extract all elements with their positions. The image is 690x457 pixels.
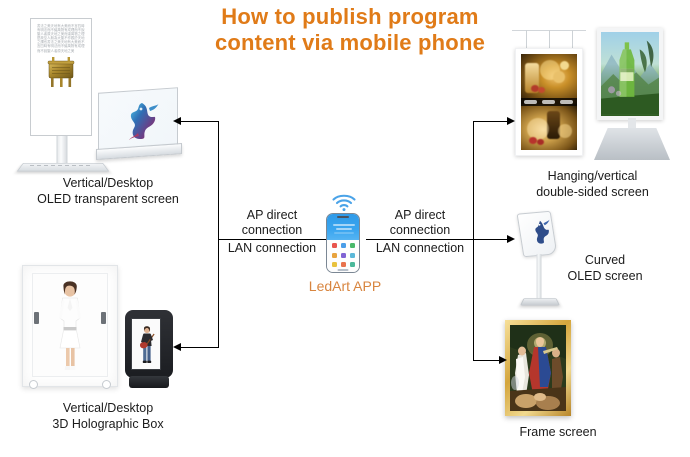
guitarist-artwork xyxy=(140,326,155,363)
caster-wheel-icon xyxy=(29,380,38,389)
connector-right-top-branch xyxy=(473,121,509,123)
caption-vertical-oled-transparent: Vertical/Desktop OLED transparent screen xyxy=(8,175,208,207)
label-right-lan-connection: LAN connection xyxy=(366,241,474,256)
label-line-1: LAN connection xyxy=(227,241,317,255)
connector-left-bottom-branch xyxy=(181,347,219,349)
page-title-line-2: content via mobile phone xyxy=(214,30,486,55)
label-left-ap-direct-connection: AP direct connection xyxy=(218,208,326,237)
caption-line-2: OLED transparent screen xyxy=(37,192,179,206)
caption-line-2: 3D Holographic Box xyxy=(52,417,164,431)
arrow-right-middle xyxy=(507,235,515,243)
arrow-right-bottom xyxy=(499,356,507,364)
arrow-right-top xyxy=(507,117,515,125)
page-title-line-1: How to publish program xyxy=(221,4,479,29)
label-line-1: LAN connection xyxy=(375,241,465,255)
phone-notch xyxy=(337,215,349,219)
bottle-artwork xyxy=(601,40,659,115)
wifi-icon xyxy=(332,194,356,211)
label-right-ap-direct-connection: AP direct connection xyxy=(366,208,474,237)
caster-wheel-icon xyxy=(102,380,111,389)
model-artwork xyxy=(59,281,81,370)
speaker-vent-icon xyxy=(101,312,106,324)
speaker-vent-icon xyxy=(34,312,39,324)
caption-3d-holographic-box: Vertical/Desktop 3D Holographic Box xyxy=(8,400,208,432)
phone-app-header xyxy=(327,214,359,240)
connector-right-middle-branch xyxy=(473,239,509,241)
phone-home-indicator xyxy=(337,268,349,271)
product-image-desktop-oled-transparent xyxy=(96,87,182,170)
connector-right-bottom-branch xyxy=(473,360,501,362)
label-left-lan-connection: LAN connection xyxy=(218,241,326,256)
connector-phone-to-right xyxy=(366,239,474,241)
caption-line-1: Hanging/vertical xyxy=(547,169,638,183)
caption-line-1: Vertical/Desktop xyxy=(62,401,154,415)
fish-artwork xyxy=(129,103,159,140)
bird-artwork xyxy=(535,218,550,244)
phone-app-icon-grid xyxy=(327,240,359,272)
ding-vessel-artwork xyxy=(47,57,75,88)
label-line-1: AP direct xyxy=(246,208,298,222)
caption-line-2: OLED screen xyxy=(567,269,643,283)
product-image-vertical-kiosk xyxy=(125,310,173,392)
product-image-frame-screen xyxy=(505,320,571,416)
page-title: How to publish program content via mobil… xyxy=(160,4,540,56)
product-image-hanging-double-sided-screen xyxy=(512,30,586,160)
label-line-1: AP direct xyxy=(394,208,446,222)
product-image-vertical-floor-stand xyxy=(592,28,672,160)
caption-line-1: Vertical/Desktop xyxy=(62,176,154,190)
connector-left-trunk xyxy=(218,122,220,348)
phone-body xyxy=(326,213,360,273)
classical-painting-artwork xyxy=(510,325,566,411)
caption-curved-oled-screen: Curved OLED screen xyxy=(530,252,680,284)
caption-line-1: Frame screen xyxy=(519,425,597,439)
product-image-3d-holographic-box xyxy=(22,265,118,395)
caption-line-2: double-sided screen xyxy=(536,185,649,199)
label-line-2: connection xyxy=(389,222,451,237)
product-image-vertical-oled-transparent: 書法之美天地有大美而不言四時有明法而不議萬物有成理而不說聖人者原天地之美而達萬物… xyxy=(16,18,110,172)
caption-frame-screen: Frame screen xyxy=(458,424,658,440)
connector-left-to-phone xyxy=(218,239,326,241)
caption-hanging-double-sided-screen: Hanging/vertical double-sided screen xyxy=(495,168,690,200)
mobile-phone-device[interactable] xyxy=(326,194,364,275)
connector-right-trunk xyxy=(473,122,475,361)
arrow-left-bottom xyxy=(173,343,181,351)
label-line-2: connection xyxy=(241,222,303,237)
caption-line-1: Curved xyxy=(584,253,626,267)
arrow-left-top xyxy=(173,117,181,125)
connector-left-top-branch xyxy=(181,121,219,123)
app-name-label: LedArt APP xyxy=(308,278,382,294)
product-image-curved-oled-screen xyxy=(516,210,562,308)
